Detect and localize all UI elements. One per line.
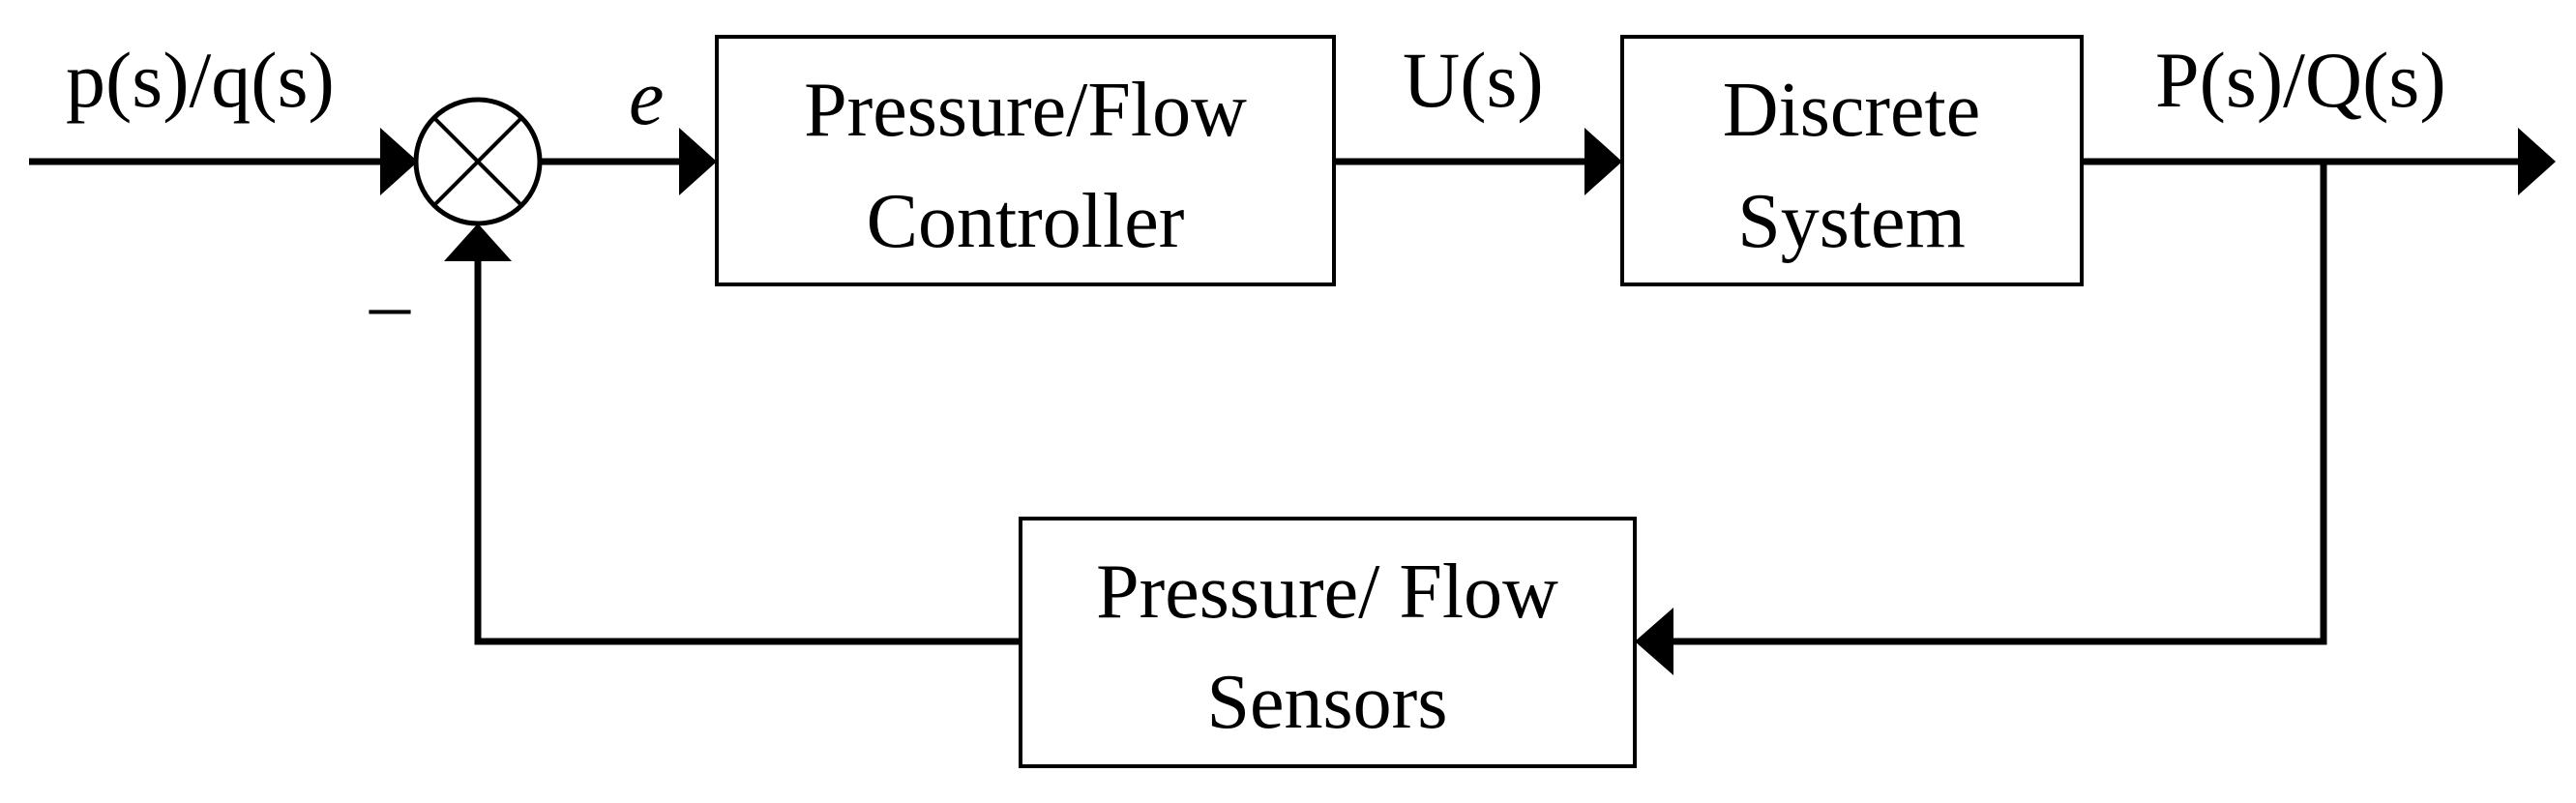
output-signal-label: P(s)/Q(s) <box>2155 36 2446 124</box>
sensors-label-line1: Pressure/ Flow <box>1096 550 1558 635</box>
feedback-return-line <box>474 261 1021 645</box>
error-signal-label: e <box>629 53 664 141</box>
reference-input-arrowhead <box>380 128 418 195</box>
feedback-sign-label: – <box>369 259 411 349</box>
feedback-sensor-arrowhead <box>1635 608 1673 675</box>
feedback-tap-line <box>1673 162 2327 645</box>
system-label-line2: System <box>1737 179 1966 264</box>
output-signal-arrowhead <box>2518 128 2556 195</box>
control-signal-label: U(s) <box>1403 36 1544 124</box>
system-block: Discrete System <box>1620 35 2084 286</box>
controller-label-line1: Pressure/Flow <box>804 68 1247 153</box>
summing-junction <box>413 97 543 226</box>
system-label-line1: Discrete <box>1723 68 1981 153</box>
sensors-block: Pressure/ Flow Sensors <box>1019 517 1637 768</box>
feedback-return-arrowhead <box>444 223 512 261</box>
error-signal-arrowhead <box>679 128 717 195</box>
controller-label-line2: Controller <box>867 179 1185 264</box>
control-signal-arrowhead <box>1584 128 1622 195</box>
controller-block: Pressure/Flow Controller <box>715 35 1336 286</box>
reference-signal-label: p(s)/q(s) <box>66 36 335 124</box>
sensors-label-line2: Sensors <box>1207 660 1448 745</box>
